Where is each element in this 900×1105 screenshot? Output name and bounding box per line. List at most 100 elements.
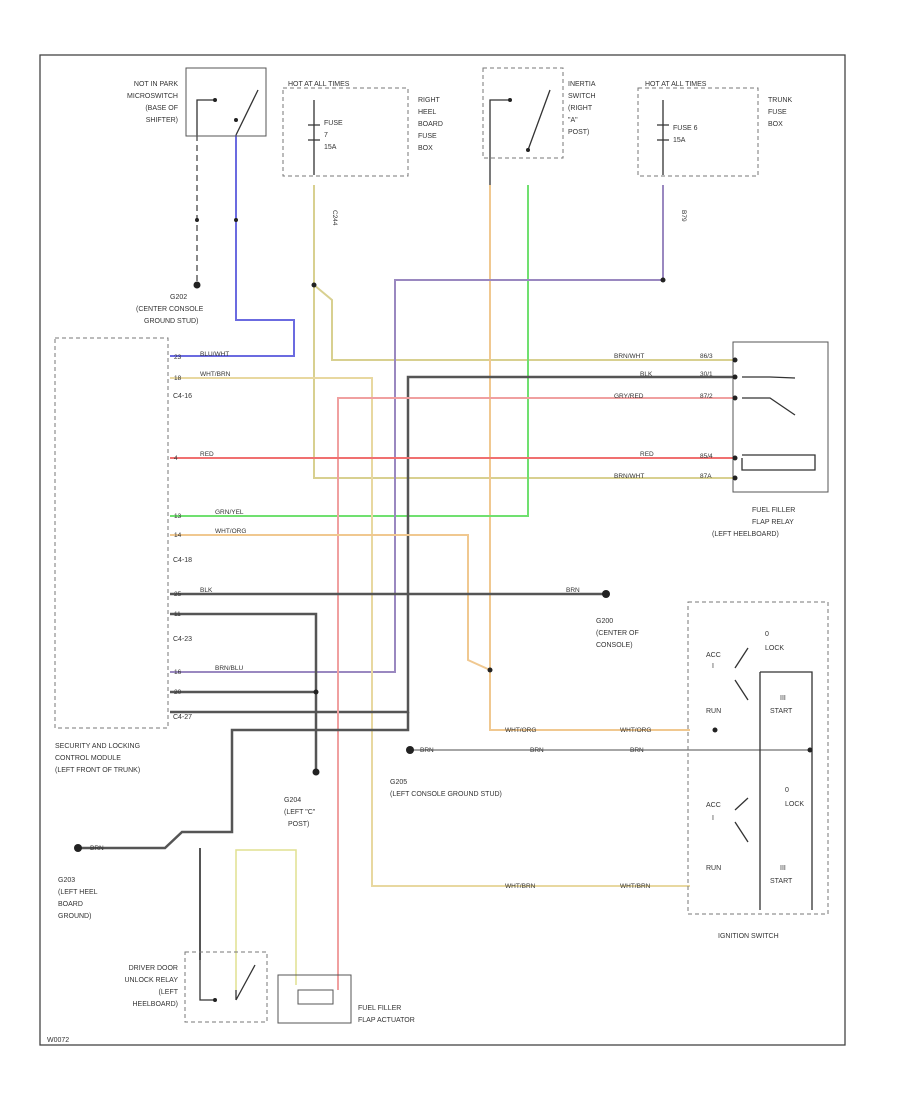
wire-grn-yel-actuator: [235, 849, 297, 990]
connector-c4-16: C4-16: [173, 393, 192, 400]
ignition-switch-contacts: [712, 647, 813, 910]
g203-label-0: G203: [58, 877, 75, 884]
ign-lock-1: LOCK: [765, 645, 784, 652]
flap-actuator-label-1: FLAP ACTUATOR: [358, 1017, 415, 1024]
g203-label-3: GROUND): [58, 913, 91, 920]
wire-label-blu-wht: BLU/WHT: [200, 351, 229, 358]
wire-label-grn-yel: GRN/YEL: [215, 509, 244, 516]
security-module-box: [54, 337, 169, 729]
ign-wire-wht-org-2: WHT/ORG: [620, 727, 651, 734]
g203-label-1: (LEFT HEEL: [58, 889, 98, 896]
not-in-park-switch-box: [185, 67, 267, 137]
wire-label-wht-org: WHT/ORG: [215, 528, 246, 535]
g202-label-2: GROUND STUD): [144, 318, 198, 325]
ign-acc-1: ACC: [706, 652, 721, 659]
wires: [80, 135, 810, 990]
module-pin-13: 13: [174, 513, 182, 520]
module-pins: 23 18 4 13 14 25 11 16 20: [174, 354, 182, 696]
ign-i-1: I: [712, 663, 714, 670]
relay-pin-87-2: 87/2: [700, 393, 713, 400]
module-pin-23: 23: [174, 354, 182, 361]
ign-iii-1: III: [780, 695, 786, 702]
g202-label-0: G202: [170, 294, 187, 301]
wire-blu-wht: [170, 135, 295, 357]
fuel-filler-relay-box: [732, 341, 829, 493]
flap-actuator-motor: [297, 989, 334, 1005]
fuse-7-symbol: [308, 100, 320, 175]
relay-wire-brn-wht-2: BRN/WHT: [614, 473, 644, 480]
inertia-label-3: "A": [568, 117, 578, 124]
door-relay-box: [184, 951, 268, 1023]
wire-label-red: RED: [200, 451, 214, 458]
ign-0-2: 0: [785, 787, 789, 794]
door-relay-label-2: (LEFT: [159, 989, 179, 996]
ign-lock-2: LOCK: [785, 801, 804, 808]
trunk-fuse-box: [637, 87, 759, 177]
wire-gry-red: [337, 397, 735, 990]
microswitch-label-0: NOT IN PARK: [134, 81, 178, 88]
wire-blk-g204: [170, 612, 318, 770]
wire-yel-feed: [313, 185, 735, 479]
relay-pin-87a: 87A: [700, 473, 712, 480]
fuse-6-symbol: [657, 100, 669, 175]
g205-ground: [406, 746, 414, 754]
g202-label-1: (CENTER CONSOLE: [136, 306, 204, 313]
ign-run-1: RUN: [706, 708, 721, 715]
door-relay-label-0: DRIVER DOOR: [129, 965, 178, 972]
terminal-c244: C244: [331, 210, 338, 226]
ign-start-1: START: [770, 708, 793, 715]
trunk-fuse-name-2: BOX: [768, 121, 783, 128]
module-pin-11: 11: [174, 611, 181, 618]
relay-wire-brn-wht: BRN/WHT: [614, 353, 644, 360]
g203-tag: BRN: [90, 845, 104, 852]
wire-blk-door: [80, 712, 410, 850]
door-relay-contacts: [199, 960, 256, 1002]
inertia-switch-contacts: [489, 89, 551, 185]
wire-yel-branch: [313, 284, 735, 361]
g202-ground-dot: [193, 281, 201, 289]
ignition-switch-box: [687, 601, 829, 915]
ign-0-1: 0: [765, 631, 769, 638]
relay-label-1: FLAP RELAY: [752, 519, 794, 526]
ign-iii-2: III: [780, 865, 786, 872]
inertia-label-4: POST): [568, 129, 589, 136]
wire-wht-org: [170, 534, 690, 731]
ign-wire-wht-brn: WHT/BRN: [505, 883, 536, 890]
g204-label-1: (LEFT "C": [284, 809, 316, 816]
module-label-2: (LEFT FRONT OF TRUNK): [55, 767, 140, 774]
connector-c4-27: C4-27: [173, 714, 192, 721]
door-relay-label-3: HEELBOARD): [132, 1001, 178, 1008]
wire-label-wht-brn: WHT/BRN: [200, 371, 231, 378]
wire-label-brn-blu: BRN/BLU: [215, 665, 243, 672]
ign-acc-2: ACC: [706, 802, 721, 809]
trunk-fuse-name-1: FUSE: [768, 109, 787, 116]
wire-label-blk: BLK: [200, 587, 213, 594]
wire-grn: [170, 185, 529, 517]
inertia-label-0: INERTIA: [568, 81, 596, 88]
module-pin-14: 14: [174, 532, 182, 539]
module-pin-25: 25: [174, 591, 182, 598]
right-fuse-name-4: BOX: [418, 145, 433, 152]
relay-wire-gry-red: GRY/RED: [614, 393, 644, 400]
fuse-7-label-0: FUSE: [324, 120, 343, 127]
junction-dot: [660, 277, 666, 283]
fuse-7-label-2: 15A: [324, 144, 337, 151]
right-fuse-name-2: BOARD: [418, 121, 443, 128]
junction-dot: [311, 282, 317, 288]
g203-label-2: BOARD: [58, 901, 83, 908]
g200-label-2: CONSOLE): [596, 642, 633, 649]
relay-internals: [732, 357, 816, 481]
g200-tag: BRN: [566, 587, 580, 594]
microswitch-contacts: [196, 89, 259, 136]
relay-label-2: (LEFT HEELBOARD): [712, 531, 779, 538]
module-pin-20: 20: [174, 689, 182, 696]
g205-label-1: (LEFT CONSOLE GROUND STUD): [390, 791, 502, 798]
inertia-label-2: (RIGHT: [568, 105, 593, 112]
relay-pin-85-4: 85/4: [700, 453, 713, 460]
fuse-box-trunk-hot: HOT AT ALL TIMES: [645, 81, 707, 88]
microswitch-label-2: (BASE OF: [145, 105, 178, 112]
terminal-b79: B79: [680, 210, 687, 222]
relay-label-0: FUEL FILLER: [752, 507, 795, 514]
inertia-switch-box: [482, 67, 564, 159]
